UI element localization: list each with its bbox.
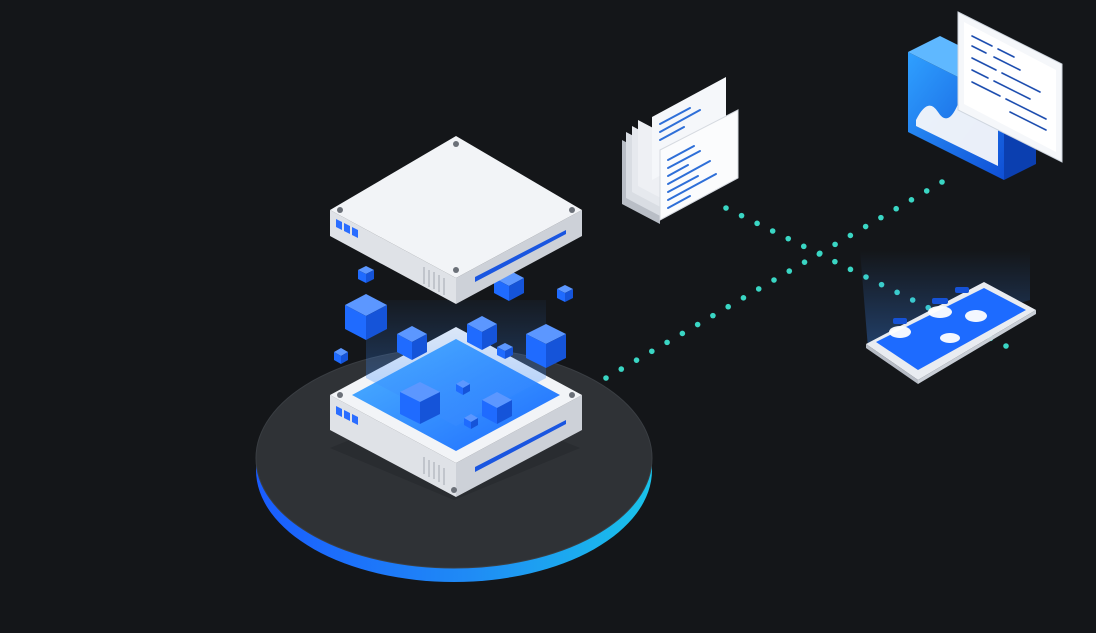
connection-dot: [603, 375, 609, 381]
connection-dot: [801, 259, 808, 265]
connection-dot: [649, 348, 655, 355]
cube-medium-b: [467, 316, 497, 350]
connection-dot: [618, 366, 625, 372]
cube-large-right: [526, 324, 566, 368]
cube-inner-small: [456, 380, 470, 395]
connection-dot: [908, 197, 915, 203]
cube-tiny-d: [497, 343, 513, 359]
server-top: [330, 136, 582, 304]
connection-dot: [847, 232, 854, 239]
connection-dot: [893, 205, 899, 212]
connection-dot: [754, 220, 760, 227]
cube-cluster-icon: [334, 266, 573, 429]
cube-tiny-c: [334, 348, 348, 364]
connection-dot: [740, 295, 747, 301]
connection-dot: [785, 235, 792, 242]
document-stack-icon: [622, 77, 739, 224]
connection-dot: [816, 251, 823, 257]
connection-dot: [800, 243, 807, 250]
cube-tiny-a: [358, 266, 374, 283]
connection-dot: [633, 357, 640, 363]
connection-dot: [878, 214, 884, 221]
connection-dot: [786, 268, 793, 274]
cube-inner-medium: [482, 392, 512, 424]
cube-medium-a: [397, 326, 427, 360]
connection-dot: [847, 266, 854, 273]
monitor-chart-icon: [908, 11, 1063, 180]
tablet-chat-icon: [860, 250, 1036, 384]
connection-dot: [1003, 343, 1009, 349]
connection-dot: [664, 339, 670, 346]
connection-dot: [679, 330, 686, 337]
connection-dot: [939, 179, 945, 185]
connection-dot: [694, 321, 701, 328]
connection-dot: [771, 277, 777, 283]
connection-dot: [725, 303, 731, 310]
connection-dot: [769, 228, 776, 234]
cube-inner-small-2: [464, 414, 478, 429]
connection-dot: [832, 258, 838, 265]
cube-tiny-b: [557, 285, 573, 302]
connection-dot: [710, 312, 716, 319]
connection-dot: [923, 188, 930, 194]
connection-dot: [723, 205, 729, 211]
connection-dot: [832, 241, 838, 248]
connection-dot: [738, 212, 745, 219]
cube-large-left: [345, 294, 387, 340]
connection-dot: [862, 223, 869, 230]
cube-inner-large: [400, 382, 440, 424]
connection-dot: [755, 286, 762, 292]
